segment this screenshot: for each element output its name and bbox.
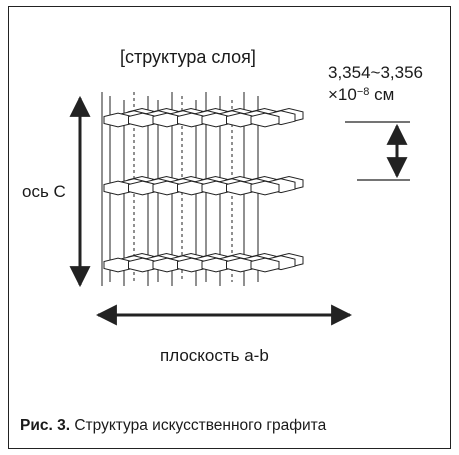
graphene-layers <box>103 107 304 273</box>
hexagon-cell <box>152 180 182 196</box>
spacing-exponent: −8 <box>356 86 370 98</box>
hexagon-cell <box>201 257 231 273</box>
hexagon-cell <box>250 112 280 128</box>
spacing-unit-line: ×10−8 см <box>328 84 423 106</box>
hexagon-cell <box>103 180 133 196</box>
hexagon-cell <box>128 180 157 196</box>
hexagon-cell <box>201 180 231 196</box>
caption-text: Структура искусственного графита <box>70 417 327 434</box>
hexagon-cell <box>177 180 206 196</box>
hexagon-cell <box>226 112 255 128</box>
spacing-times: ×10 <box>328 85 357 104</box>
c-axis-label: ось С <box>22 182 66 201</box>
hexagon-cell <box>226 257 255 273</box>
graphene-layer <box>103 252 304 273</box>
hexagon-cell <box>250 180 280 196</box>
hexagon-cell <box>177 257 206 273</box>
graphene-layer <box>103 107 304 128</box>
graphene-layer <box>103 175 304 196</box>
spacing-unit: см <box>369 85 395 104</box>
hexagon-cell <box>128 257 157 273</box>
caption-label: Рис. 3. <box>20 417 71 434</box>
hexagon-cell <box>152 257 182 273</box>
hexagon-cell <box>201 112 231 128</box>
hexagon-cell <box>250 257 280 273</box>
hexagon-cell <box>128 112 157 128</box>
figure-caption: Рис. 3. Структура искусственного графита <box>20 418 326 434</box>
hexagon-cell <box>103 112 133 128</box>
ab-plane-label: плоскость a-b <box>160 346 269 365</box>
hexagon-cell <box>226 180 255 196</box>
hexagon-cell <box>152 112 182 128</box>
interlayer-spacing-label: 3,354~3,356 ×10−8 см <box>328 62 423 106</box>
figure-frame <box>8 6 451 449</box>
hexagon-cell <box>103 257 133 273</box>
hexagon-cell <box>177 112 206 128</box>
spacing-value: 3,354~3,356 <box>328 63 424 82</box>
figure-title: [структура слоя] <box>120 47 256 67</box>
